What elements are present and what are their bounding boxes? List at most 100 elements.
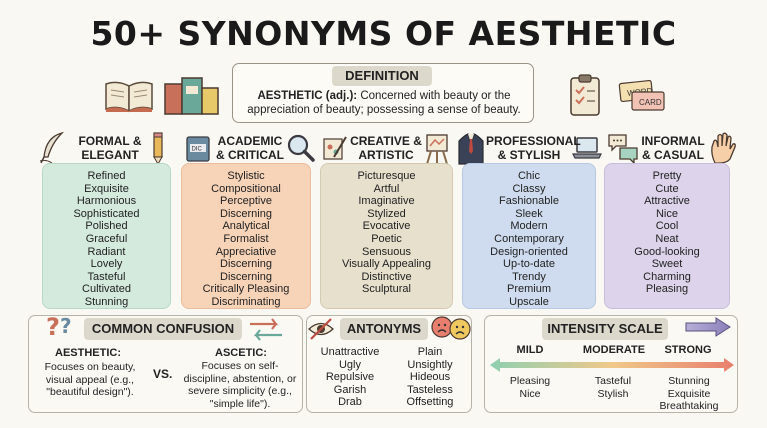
svg-text:?: ? [46,313,60,339]
arrow-right-icon [685,317,731,337]
antonym-word: Offsetting [406,396,454,409]
synonym-word: Refined [87,170,126,182]
synonym-word: Discerning [220,270,272,283]
synonym-word: Compositional [211,182,281,195]
synonym-word: Discerning [220,258,272,271]
quill-icon [39,131,65,164]
intensity-word: Pleasing [509,375,551,387]
synonym-word: Discriminating [211,295,281,308]
column-title-creative: CREATIVE & ARTISTIC [350,134,422,162]
column-title-formal: FORMAL & ELEGANT [78,134,142,162]
confusion-right-term: ASCETIC: [215,347,267,359]
faces-icon [431,316,471,340]
intensity-moderate-label: MODERATE [582,344,646,356]
intensity-word: Exquisite [667,387,711,400]
synonym-word: Sensuous [362,245,411,258]
synonym-word: Contemporary [494,232,564,245]
synonym-word: Upscale [509,295,549,308]
svg-text:?: ? [60,314,72,338]
word-card-icon: WORD CARD [618,80,665,111]
synonym-word: Lovely [90,258,123,271]
synonym-word: Neat [655,232,679,245]
synonym-word: Radiant [87,245,126,258]
synonym-word: Poetic [371,232,402,245]
pencil-icon [153,132,163,165]
paint-brush-icon [323,136,347,160]
synonym-word: Chic [517,170,540,182]
synonym-word: Premium [506,283,551,296]
synonym-word: Cultivated [82,283,131,296]
synonym-word: Evocative [362,220,411,233]
books-icon [164,77,219,115]
synonym-word: Sweet [651,258,683,271]
synonym-word: Discerning [220,207,272,220]
synonym-word: Appreciative [215,245,277,258]
synonym-word: Trendy [512,270,546,283]
antonym-word: Unattractive [320,346,380,358]
synonym-word: Sophisticated [73,207,140,220]
synonym-word: Critically Pleasing [202,283,290,296]
synonym-word: Stunning [84,295,129,308]
synonym-word: Pleasing [645,283,689,296]
synonym-word: Attractive [644,195,690,208]
synonym-word: Stylistic [227,170,265,182]
svg-text:CARD: CARD [639,98,662,107]
laptop-icon [572,137,602,159]
synonym-word: Charming [643,270,691,283]
synonym-word: Artful [373,182,400,195]
intensity-word: Breathtaking [659,400,719,412]
clipboard-icon [570,74,600,116]
synonym-word: Distinctive [361,270,412,283]
easel-icon [426,134,448,165]
magnifier-icon [287,134,315,162]
antonym-word: Plain [417,346,443,358]
definition-label: DEFINITION [332,66,432,86]
synonym-word: Analytical [222,220,270,233]
swap-arrows-icon [250,318,282,341]
wave-hand-icon [711,132,736,164]
synonym-word: Design-oriented [490,245,568,258]
intensity-word: Tasteful [594,375,632,387]
column-title-informal: INFORMAL & CASUAL [641,134,705,162]
confusion-left-term: AESTHETIC: [55,347,121,359]
intensity-label: INTENSITY SCALE [542,318,668,340]
antonym-word: Tasteless [407,383,453,396]
column-title-academic: ACADEMIC & CRITICAL [216,134,284,162]
synonym-word: Good-looking [634,245,700,258]
no-eye-icon [308,318,334,340]
intensity-strong-label: STRONG [664,344,712,356]
column-title-professional: PROFESSIONAL & STYLISH [486,134,581,162]
synonym-word: Up-to-date [503,258,555,271]
synonym-word: Nice [655,207,678,220]
definition-text: AESTHETIC (adj.): Concerned with beauty … [240,89,528,117]
synonym-word: Sculptural [362,283,411,296]
confusion-label: COMMON CONFUSION [84,318,242,340]
intensity-gradient-arrow [490,358,734,372]
intensity-word: Stunning [668,375,710,387]
antonym-word: Drab [338,396,362,409]
synonym-word: Cute [655,182,679,195]
dictionary-icon: DIC [186,136,210,162]
intensity-word: Nice [519,387,541,400]
synonym-word: Harmonious [76,195,137,208]
synonym-word: Polished [85,220,128,233]
antonym-word: Ugly [338,358,361,371]
synonym-word: Cool [655,220,679,233]
synonym-word: Pretty [652,170,682,182]
page-title: 50+ SYNONYMS OF AESTHETIC [90,14,677,53]
synonym-word: Graceful [85,232,128,245]
speech-bubbles-icon [608,134,638,164]
synonym-word: Stylized [367,207,406,220]
definition-body: Concerned with beauty or the appreciatio… [247,90,521,116]
synonym-word: Modern [510,220,548,233]
question-marks-icon: ? ? [46,313,72,339]
intensity-word: Stylish [597,387,629,400]
definition-term: AESTHETIC (adj.): [257,90,358,102]
